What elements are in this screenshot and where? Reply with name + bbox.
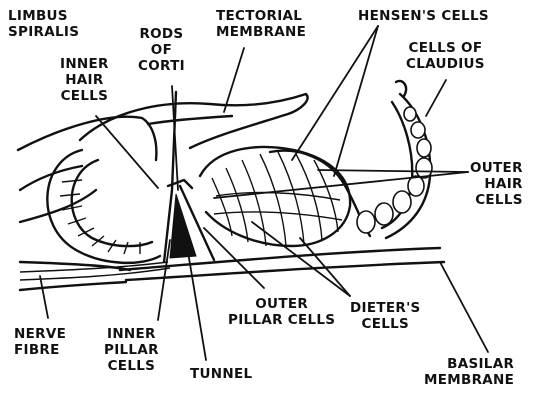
label-outer-hair-cells: OUTER HAIR CELLS — [470, 160, 523, 208]
label-inner-pillar-cells-line3: CELLS — [104, 358, 159, 374]
label-outer-hair-cells-line1: OUTER — [470, 160, 523, 176]
label-rods-of-corti-line3: CORTI — [138, 58, 185, 74]
label-inner-pillar-cells-line1: INNER — [104, 326, 159, 342]
label-inner-hair-cells-line3: CELLS — [60, 88, 109, 104]
label-tunnel: TUNNEL — [190, 366, 252, 382]
label-inner-hair-cells: INNER HAIR CELLS — [60, 56, 109, 104]
label-cells-of-claudius: CELLS OF CLAUDIUS — [406, 40, 485, 72]
label-inner-pillar-cells: INNER PILLAR CELLS — [104, 326, 159, 374]
leader-inner-hair — [96, 116, 158, 188]
label-cells-of-claudius-line2: CLAUDIUS — [406, 56, 485, 72]
label-rods-of-corti: RODS OF CORTI — [138, 26, 185, 74]
label-nerve-fibre: NERVE FIBRE — [14, 326, 66, 358]
label-basilar-membrane-line1: BASILAR — [424, 356, 514, 372]
label-limbus-spiralis-line2: SPIRALIS — [8, 24, 79, 40]
limbus-spiralis-edge — [20, 190, 96, 222]
label-dieters-cells-line2: CELLS — [350, 316, 421, 332]
label-cells-of-claudius-line1: CELLS OF — [406, 40, 485, 56]
leader-basilar — [440, 262, 488, 352]
label-dieters-cells-line1: DIETER'S — [350, 300, 421, 316]
limbus-spiralis-shape — [18, 117, 156, 160]
label-inner-hair-cells-line1: INNER — [60, 56, 109, 72]
label-outer-pillar-cells-line1: OUTER — [228, 296, 335, 312]
label-limbus-spiralis: LIMBUS SPIRALIS — [8, 8, 79, 40]
label-tunnel-line1: TUNNEL — [190, 366, 252, 382]
label-dieters-cells: DIETER'S CELLS — [350, 300, 421, 332]
leader-nerve — [40, 276, 48, 318]
label-limbus-spiralis-line1: LIMBUS — [8, 8, 79, 24]
label-basilar-membrane-line2: MEMBRANE — [424, 372, 514, 388]
label-nerve-fibre-line1: NERVE — [14, 326, 66, 342]
leader-tectorial — [224, 48, 244, 112]
label-outer-hair-cells-line3: CELLS — [470, 192, 523, 208]
label-rods-of-corti-line2: OF — [138, 42, 185, 58]
leader-hensen-1 — [292, 26, 378, 160]
label-inner-pillar-cells-line2: PILLAR — [104, 342, 159, 358]
label-tectorial-membrane-line1: TECTORIAL — [216, 8, 306, 24]
tectorial-membrane-shape — [80, 94, 308, 148]
label-hensens-cells-line1: HENSEN'S CELLS — [358, 8, 489, 24]
label-nerve-fibre-line2: FIBRE — [14, 342, 66, 358]
label-hensens-cells: HENSEN'S CELLS — [358, 8, 489, 24]
label-outer-hair-cells-line2: HAIR — [470, 176, 523, 192]
leader-outer-hair-2 — [318, 170, 468, 172]
label-outer-pillar-cells-line2: PILLAR CELLS — [228, 312, 335, 328]
tunnel-shape — [170, 194, 196, 258]
label-tectorial-membrane: TECTORIAL MEMBRANE — [216, 8, 306, 40]
label-rods-of-corti-line1: RODS — [138, 26, 185, 42]
leader-claudius — [426, 80, 446, 116]
label-inner-hair-cells-line2: HAIR — [60, 72, 109, 88]
leader-hensen-2 — [334, 26, 378, 176]
label-tectorial-membrane-line2: MEMBRANE — [216, 24, 306, 40]
label-outer-pillar-cells: OUTER PILLAR CELLS — [228, 296, 335, 328]
label-basilar-membrane: BASILAR MEMBRANE — [424, 356, 514, 388]
leader-tunnel — [186, 240, 206, 360]
